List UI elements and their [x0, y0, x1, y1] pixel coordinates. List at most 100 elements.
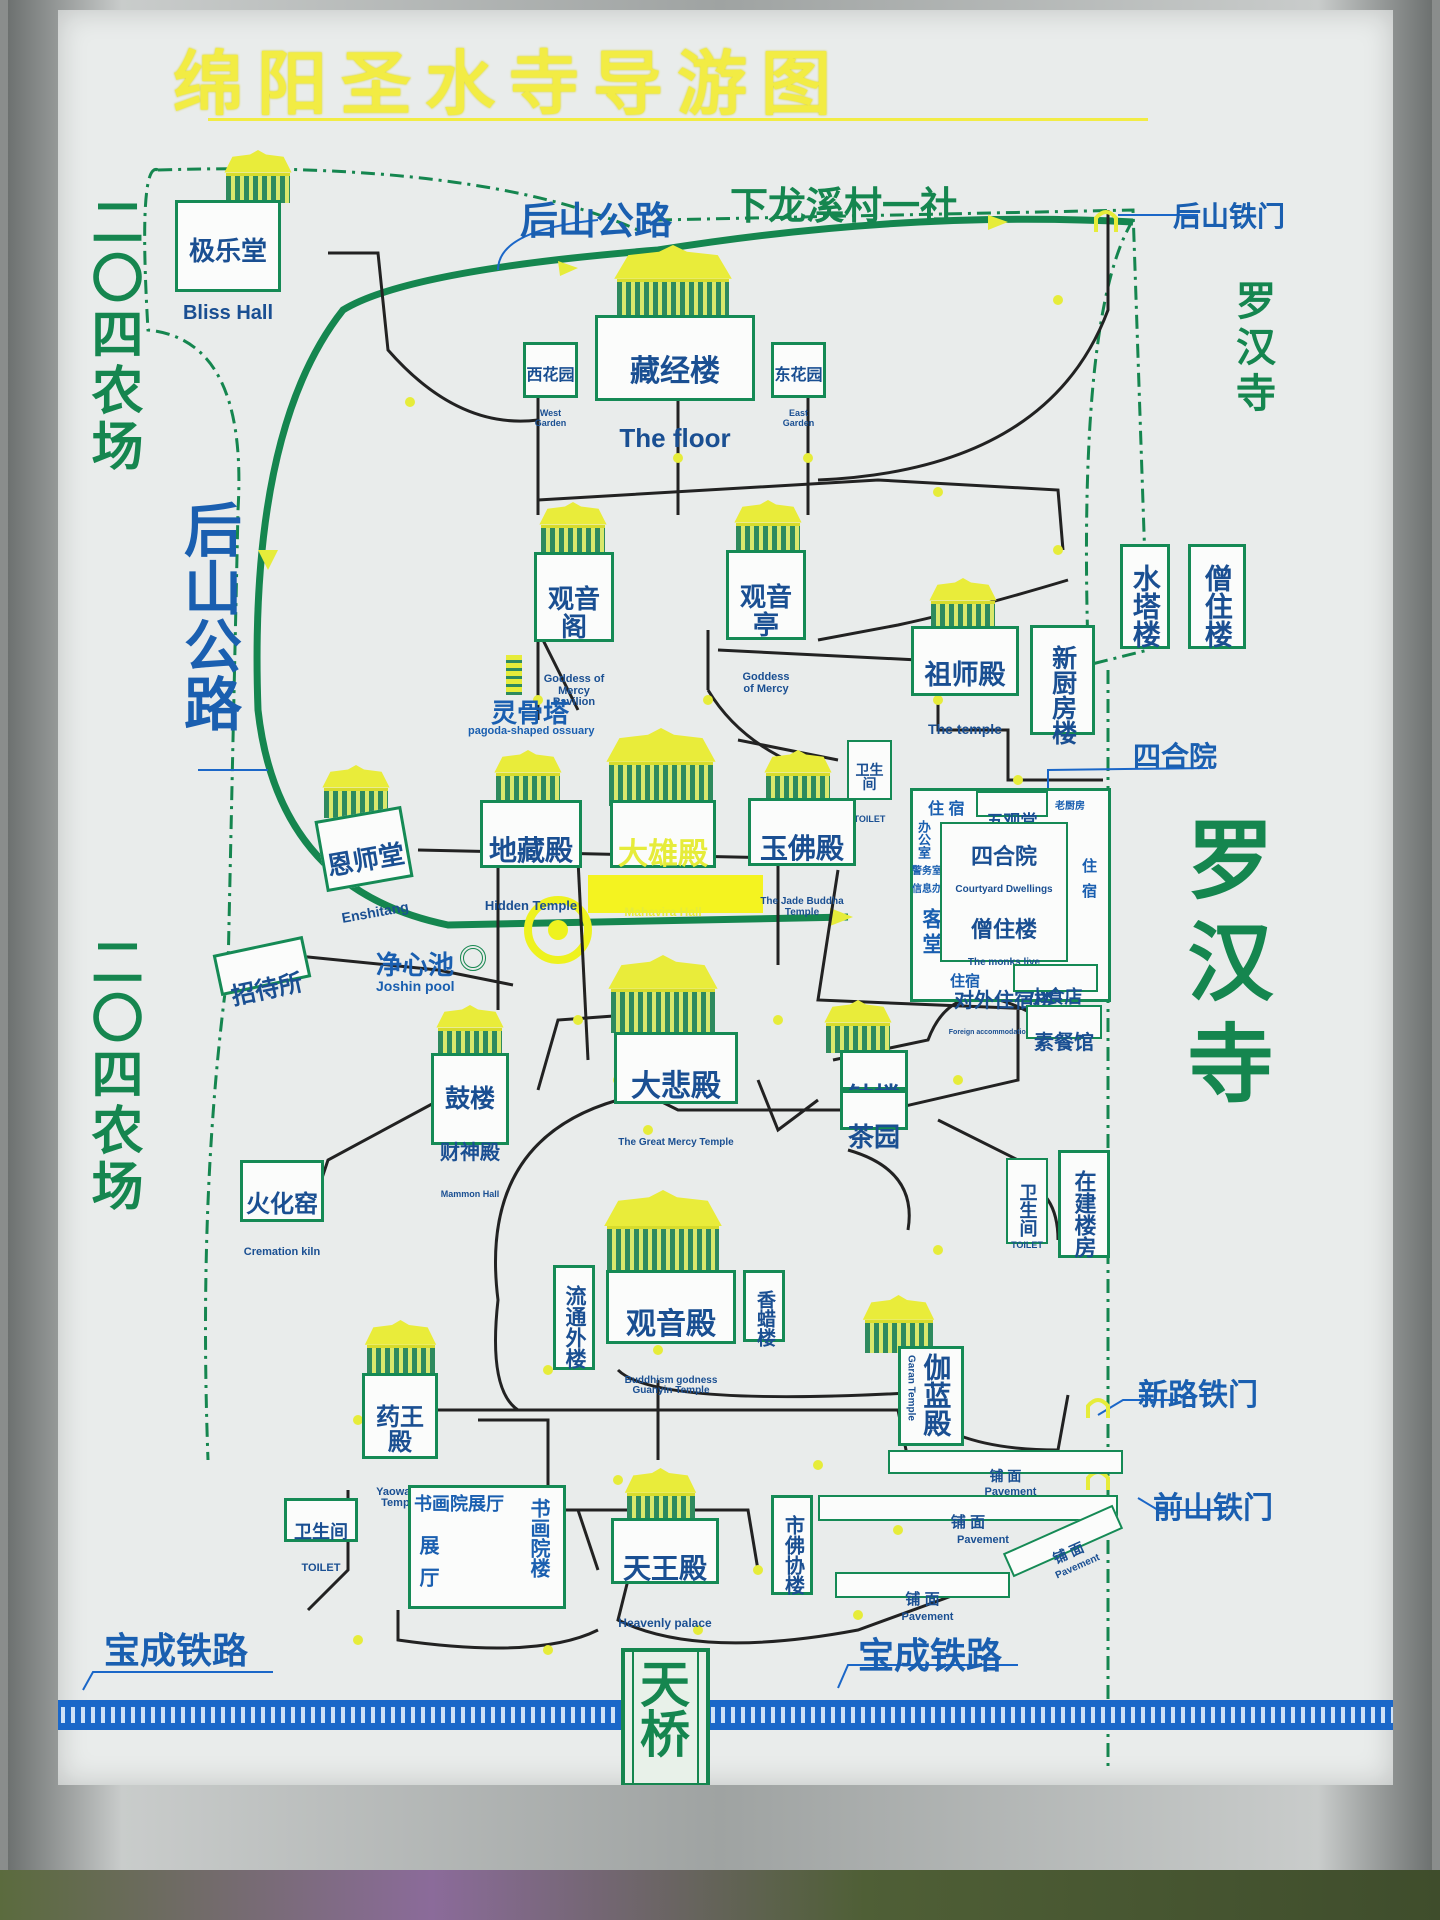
- pave2-en: Pavement: [957, 1533, 1009, 1546]
- zushi-cn: 祖师殿: [924, 660, 1006, 691]
- back-gate-label: 后山铁门: [1173, 201, 1286, 232]
- yaowang-cn: 药王殿: [376, 1404, 424, 1457]
- railway-label-right: 宝成铁路: [858, 1635, 1003, 1676]
- guanyin-hall-label[interactable]: 观音殿 Buddhism godness Guanyin Temple: [606, 1270, 736, 1396]
- jile-hall-cn: 极乐堂: [188, 236, 267, 267]
- zushi-en: The temple: [928, 721, 1002, 738]
- guesthouse-cn: 招待所: [229, 969, 306, 1011]
- road-label-village: 下龙溪村一社: [730, 186, 959, 228]
- tianwang-hall-label[interactable]: 天王殿 Heavenly palace: [611, 1518, 719, 1629]
- building-icon: [596, 728, 726, 806]
- office: 办公室: [916, 820, 931, 859]
- tianwang-en: Heavenly palace: [618, 1616, 712, 1631]
- city-buddhist-assoc-label[interactable]: 市佛协楼: [771, 1495, 813, 1595]
- front-gate-label: 前山铁门: [1153, 1492, 1273, 1525]
- ground-foliage: [0, 1870, 1440, 1920]
- construction-building-label[interactable]: 在建楼房: [1058, 1150, 1110, 1258]
- pavement-strip-3[interactable]: 铺 面 Pavement: [835, 1572, 1010, 1622]
- cangjing-cn: 藏经楼: [630, 354, 720, 388]
- zushi-temple-label[interactable]: 祖师殿 The temple: [911, 626, 1019, 736]
- guanyin-pavilion-en: Goddess of Mercy Pavilion: [543, 673, 605, 709]
- drum-tower-label[interactable]: 鼓楼 财神殿 Mammon Hall: [431, 1053, 509, 1199]
- jile-hall-label[interactable]: 极乐堂 Bliss Hall: [175, 200, 281, 323]
- calligraphy-complex: [408, 1485, 566, 1609]
- siheyuan-en: Courtyard Dwellings: [955, 883, 1053, 895]
- farm-label-top: 二〇四农场: [83, 195, 141, 475]
- yufo-cn: 玉佛殿: [759, 833, 844, 865]
- dizang-hall-label[interactable]: 地藏殿 Hidden Temple: [480, 800, 582, 912]
- guanyin-hall-en: Buddhism godness Guanyin Temple: [624, 1374, 718, 1396]
- toilet-lower-label[interactable]: 卫生间 TOILET: [284, 1498, 358, 1573]
- toilet-lower-en: TOILET: [301, 1561, 341, 1574]
- yaowang-hall-label[interactable]: 药王殿 Yaowang Temple: [362, 1373, 438, 1509]
- yaowang-en: Yaowang Temple: [376, 1485, 424, 1510]
- toilet-mid-label[interactable]: 卫生间 TOILET: [1006, 1158, 1048, 1250]
- daxiong-en: Mahavira Hall: [624, 904, 702, 919]
- bridge-label: 天桥: [633, 1658, 689, 1758]
- siheyuan-label[interactable]: 四合院 Courtyard Dwellings 僧住楼 The monks li…: [940, 822, 1068, 1036]
- map-board: 绵阳圣水寺导游图 二〇四农场 二〇四农场 后山公路 下龙溪村一社 后山公路 宝成…: [58, 10, 1393, 1785]
- calligraphy-exhibition-hall[interactable]: 书画院展厅: [414, 1494, 504, 1514]
- toilet-lower-cn: 卫生间: [294, 1521, 348, 1542]
- dizang-cn: 地藏殿: [488, 835, 573, 867]
- toilet-upper-label[interactable]: 卫生间 TOILET: [847, 740, 892, 824]
- new-road-gate-label: 新路铁门: [1138, 1379, 1258, 1412]
- incense-building-label[interactable]: 香蜡楼: [743, 1270, 785, 1347]
- exhibition-hall[interactable]: 展厅: [416, 1535, 438, 1599]
- circulation-building-label[interactable]: 流通外楼: [553, 1265, 595, 1370]
- lodging-right: 住宿: [1080, 858, 1097, 908]
- incense-cn: 香蜡楼: [753, 1289, 775, 1347]
- pavement-strip-2[interactable]: 铺 面 Pavement: [818, 1495, 1118, 1545]
- east-garden-label[interactable]: 东花园 East Garden: [771, 342, 826, 428]
- wuguan-hall-label[interactable]: 五观堂: [976, 791, 1048, 830]
- dabei-cn: 大悲殿: [631, 1069, 721, 1103]
- caishen-en: Mammon Hall: [440, 1189, 500, 1199]
- old-kitchen: 老厨房: [1055, 801, 1085, 812]
- cangjing-pavilion-label[interactable]: 藏经楼 The floor: [595, 315, 755, 451]
- siheyuan-cn: 四合院: [970, 843, 1037, 869]
- monk-residence-cn: 僧住楼: [1201, 563, 1233, 648]
- calligraphy-building[interactable]: 书画院楼: [527, 1498, 549, 1578]
- water-tower-label[interactable]: 水塔楼: [1120, 544, 1170, 649]
- construction-cn: 在建楼房: [1071, 1169, 1097, 1258]
- luohan-temple-label-large: 罗汉寺: [1174, 815, 1270, 1121]
- pave2-cn: 铺 面: [950, 1513, 986, 1531]
- jile-hall-en: Bliss Hall: [182, 301, 274, 324]
- new-kitchen-cn: 新厨房楼: [1048, 644, 1077, 745]
- tea-garden-label[interactable]: 茶园: [840, 1090, 908, 1151]
- bell-tower-label[interactable]: 钟楼: [840, 1050, 908, 1111]
- west-garden-label[interactable]: 西花园 West Garden: [523, 342, 578, 428]
- pagoda-icon: [506, 655, 522, 695]
- guanyin-pavilion-label[interactable]: 观音阁 Goddess of Mercy Pavilion: [534, 552, 614, 708]
- building-icon: [316, 765, 396, 818]
- daxiong-hall-label[interactable]: 大雄殿 Mahavira Hall: [610, 800, 716, 918]
- pave3-cn: 铺 面: [905, 1590, 940, 1608]
- building-icon: [598, 955, 728, 1033]
- building-icon: [533, 502, 613, 555]
- monk-residence-label[interactable]: 僧住楼: [1188, 544, 1246, 649]
- snack-shop-label[interactable]: 小食店: [1013, 964, 1098, 1006]
- building-icon: [218, 150, 298, 203]
- jialan-hall-label[interactable]: Garan Temple 伽蓝殿: [898, 1346, 964, 1446]
- ossuary-cn: 灵骨塔: [491, 698, 570, 728]
- yufo-hall-label[interactable]: 玉佛殿 The Jade Buddha Temple: [748, 798, 856, 917]
- sengzhu-cn: 僧住楼: [970, 916, 1037, 942]
- pavement-strip-1[interactable]: 铺 面 Pavement: [888, 1450, 1123, 1498]
- new-kitchen-label[interactable]: 新厨房楼: [1030, 625, 1095, 745]
- enshi-hall-label[interactable]: 恩师堂 Enshitang: [314, 805, 414, 926]
- jingxin-pool-cn: 净心池: [376, 950, 455, 980]
- west-garden-en: West Garden: [534, 408, 567, 428]
- building-icon: [728, 500, 808, 553]
- toilet-mid-cn: 卫生间: [1017, 1182, 1038, 1237]
- cremation-en: Cremation kiln: [243, 1245, 321, 1258]
- building-icon: [430, 1005, 510, 1058]
- dabei-hall-label[interactable]: 大悲殿 The Great Mercy Temple: [614, 1032, 738, 1147]
- vegetarian-cn: 素餐馆: [1034, 1032, 1094, 1054]
- vegetarian-restaurant-label[interactable]: 素餐馆: [1026, 1005, 1102, 1054]
- building-icon: [603, 245, 743, 323]
- cangjing-en: The floor: [619, 422, 731, 453]
- jialan-cn: 伽蓝殿: [920, 1353, 952, 1437]
- cremation-kiln-label[interactable]: 火化窑 Cremation kiln: [240, 1160, 324, 1257]
- guanyin-kiosk-label[interactable]: 观音亭 Goddess of Mercy: [726, 550, 806, 695]
- jialan-en: Garan Temple: [905, 1355, 917, 1421]
